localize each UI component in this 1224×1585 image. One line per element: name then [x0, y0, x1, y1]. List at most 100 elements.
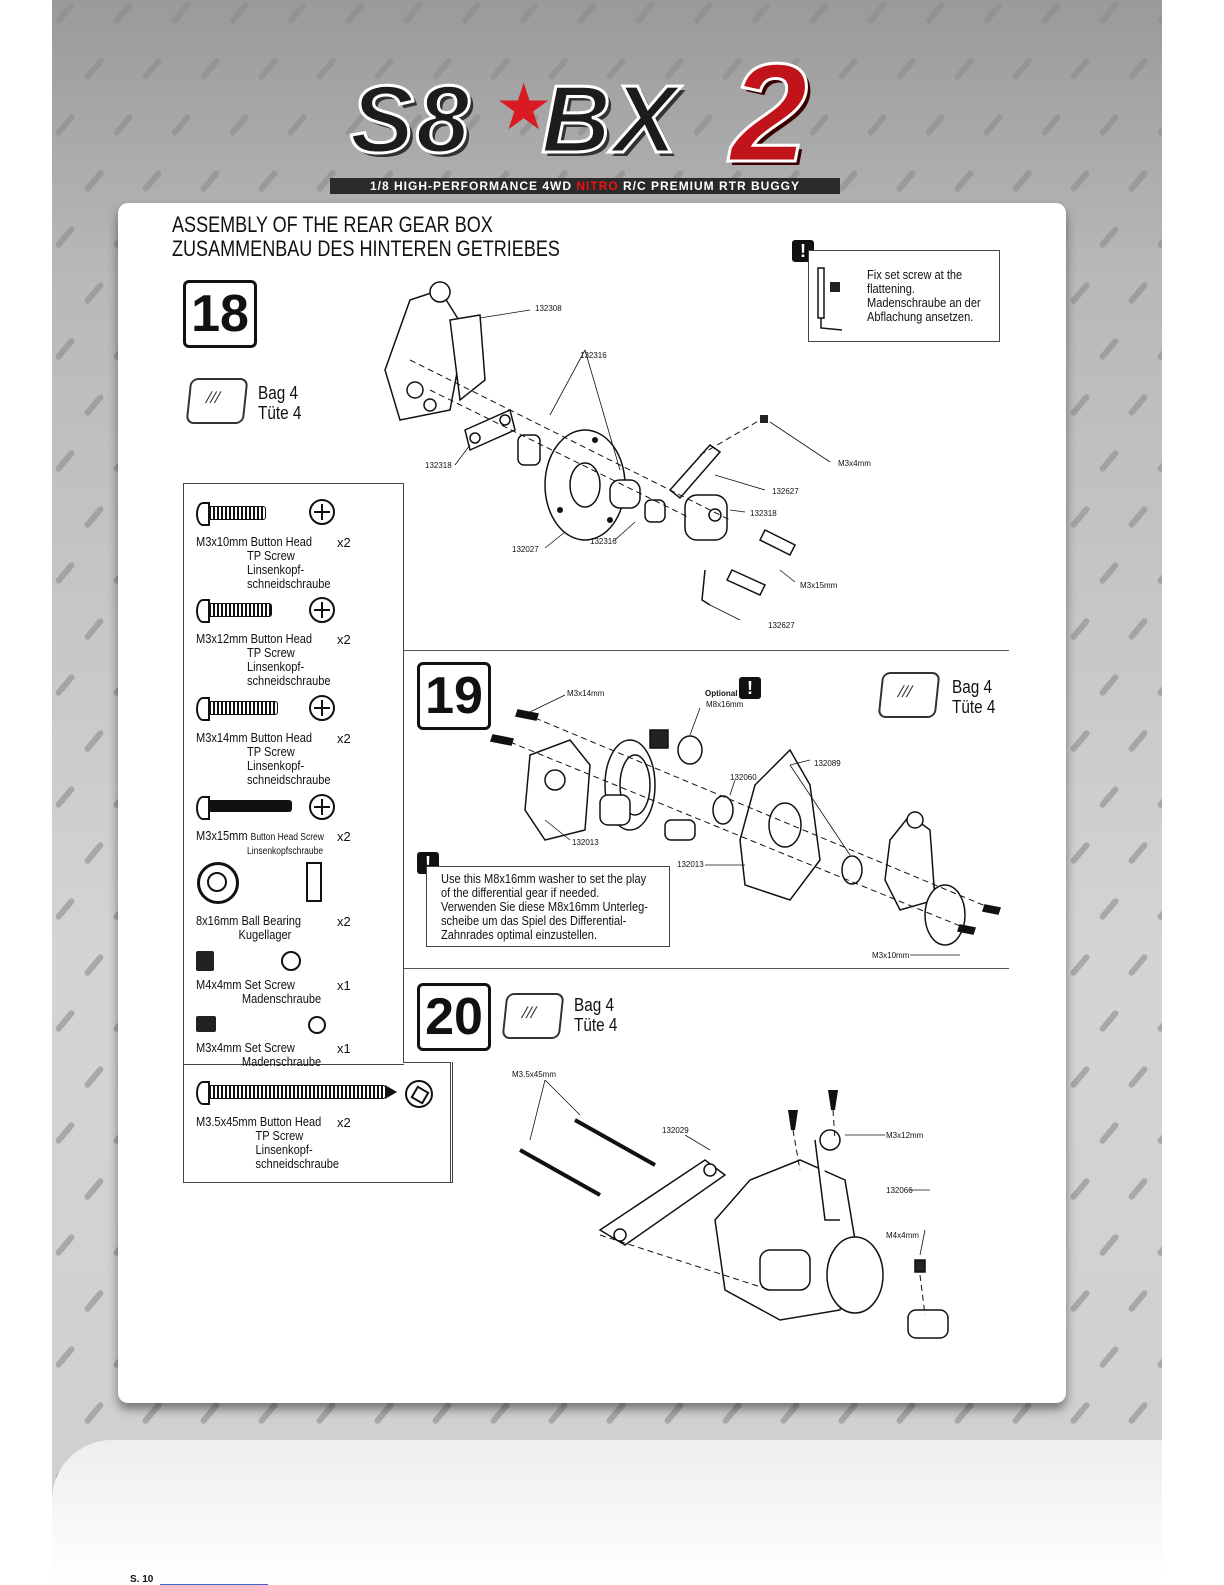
background-slash: [1098, 1121, 1120, 1145]
background-slash: [1011, 1401, 1033, 1425]
part-label: M8x16mm: [706, 700, 744, 709]
background-slash: [605, 1401, 627, 1425]
background-slash: [895, 1401, 917, 1425]
part-label: 132318: [750, 509, 777, 518]
background-slash: [1069, 505, 1091, 529]
background-slash: [721, 1401, 743, 1425]
part-label: 132013: [572, 838, 599, 847]
part-label: 132316: [580, 351, 607, 360]
background-slash: [1098, 1233, 1120, 1257]
hardware-list-border: [450, 1062, 451, 1182]
background-slash: [1127, 281, 1149, 305]
background-slash: [837, 1401, 859, 1425]
background-slash: [141, 169, 163, 193]
page-number: S. 10: [130, 1574, 154, 1585]
part-label: M3x14mm: [567, 689, 605, 698]
background-slash: [1069, 1289, 1091, 1313]
background-slash: [1040, 113, 1062, 137]
background-slash: [982, 1, 1004, 25]
background-slash: [1156, 785, 1162, 809]
hardware-item: M4x4mm Set Screw Madenschraube: [196, 977, 322, 1006]
background-slash: [1098, 1, 1120, 25]
hardware-item: M3x14mm Button Head TP Screw Linsenkopf-…: [196, 730, 331, 787]
background-slash: [1040, 1, 1062, 25]
background-slash: [112, 113, 134, 137]
set-screw-end-icon: [281, 951, 301, 971]
background-slash: [982, 113, 1004, 137]
background-slash: [953, 57, 975, 81]
background-slash: [83, 1065, 105, 1089]
background-slash: [692, 1, 714, 25]
background-slash: [54, 1345, 76, 1369]
note-box: [426, 866, 670, 947]
background-slash: [199, 57, 221, 81]
part-label: 132316: [590, 537, 617, 546]
step-divider: [403, 968, 1009, 969]
hardware-item: M3x10mm Button Head TP Screw Linsenkopf-…: [196, 534, 331, 591]
hardware-list-border: [403, 483, 404, 1063]
screw-end-icon: [309, 794, 335, 820]
background-slash: [1127, 1401, 1149, 1425]
background-slash: [228, 113, 250, 137]
bag-icon: ///: [501, 993, 565, 1039]
optional-label: Optional: [705, 689, 738, 698]
background-slash: [54, 1, 76, 25]
background-slash: [866, 113, 888, 137]
background-slash: [1011, 57, 1033, 81]
bag-icon: ///: [185, 378, 249, 424]
background-slash: [663, 1401, 685, 1425]
background-slash: [895, 57, 917, 81]
background-slash: [518, 1, 540, 25]
background-slash: [489, 1401, 511, 1425]
background-slash: [953, 169, 975, 193]
hardware-item: M3x12mm Button Head TP Screw Linsenkopf-…: [196, 631, 331, 688]
background-slash: [286, 1, 308, 25]
background-slash: [1156, 897, 1162, 921]
screw-end-icon: [309, 597, 335, 623]
background-slash: [83, 57, 105, 81]
background-slash: [1069, 281, 1091, 305]
page-title-en: ASSEMBLY OF THE REAR GEAR BOX: [172, 212, 493, 237]
background-slash: [54, 785, 76, 809]
background-slash: [257, 57, 279, 81]
screw-icon: [208, 800, 292, 812]
background-slash: [1069, 1177, 1091, 1201]
background-slash: [402, 1, 424, 25]
background-slash: [1127, 1065, 1149, 1089]
screw-end-icon: [309, 499, 335, 525]
background-slash: [54, 1233, 76, 1257]
hardware-item: M3x15mm Button Head Screw Linsenkopfschr…: [196, 828, 324, 858]
background-slash: [1098, 561, 1120, 585]
background-slash: [1069, 1065, 1091, 1089]
part-label: 132308: [535, 304, 562, 313]
background-slash: [344, 1, 366, 25]
background-slash: [1156, 561, 1162, 585]
background-slash: [866, 1, 888, 25]
screw-tip: [385, 1085, 397, 1099]
bottom-band: [52, 1440, 1162, 1584]
set-screw-icon: [196, 1016, 216, 1032]
background-slash: [170, 113, 192, 137]
logo-number: 2: [729, 33, 810, 193]
background-slash: [373, 1401, 395, 1425]
part-label: 132013: [677, 860, 704, 869]
step18-note: Fix set screw at the flattening. Madensc…: [867, 267, 981, 324]
background-slash: [1069, 841, 1091, 865]
screw-end-icon: [309, 695, 335, 721]
background-slash: [315, 1401, 337, 1425]
background-slash: [808, 1, 830, 25]
background-slash: [1098, 897, 1120, 921]
background-slash: [286, 113, 308, 137]
page-title-de: ZUSAMMENBAU DES HINTEREN GETRIEBES: [172, 236, 560, 261]
background-slash: [141, 57, 163, 81]
part-label: M3x10mm: [872, 951, 910, 960]
background-slash: [1127, 505, 1149, 529]
part-label: 132066: [886, 1186, 913, 1195]
background-slash: [1156, 673, 1162, 697]
background-slash: [1069, 953, 1091, 977]
background-slash: [83, 953, 105, 977]
background-slash: [54, 337, 76, 361]
hardware-qty: x2: [337, 914, 351, 929]
part-label: M4x4mm: [886, 1231, 919, 1240]
